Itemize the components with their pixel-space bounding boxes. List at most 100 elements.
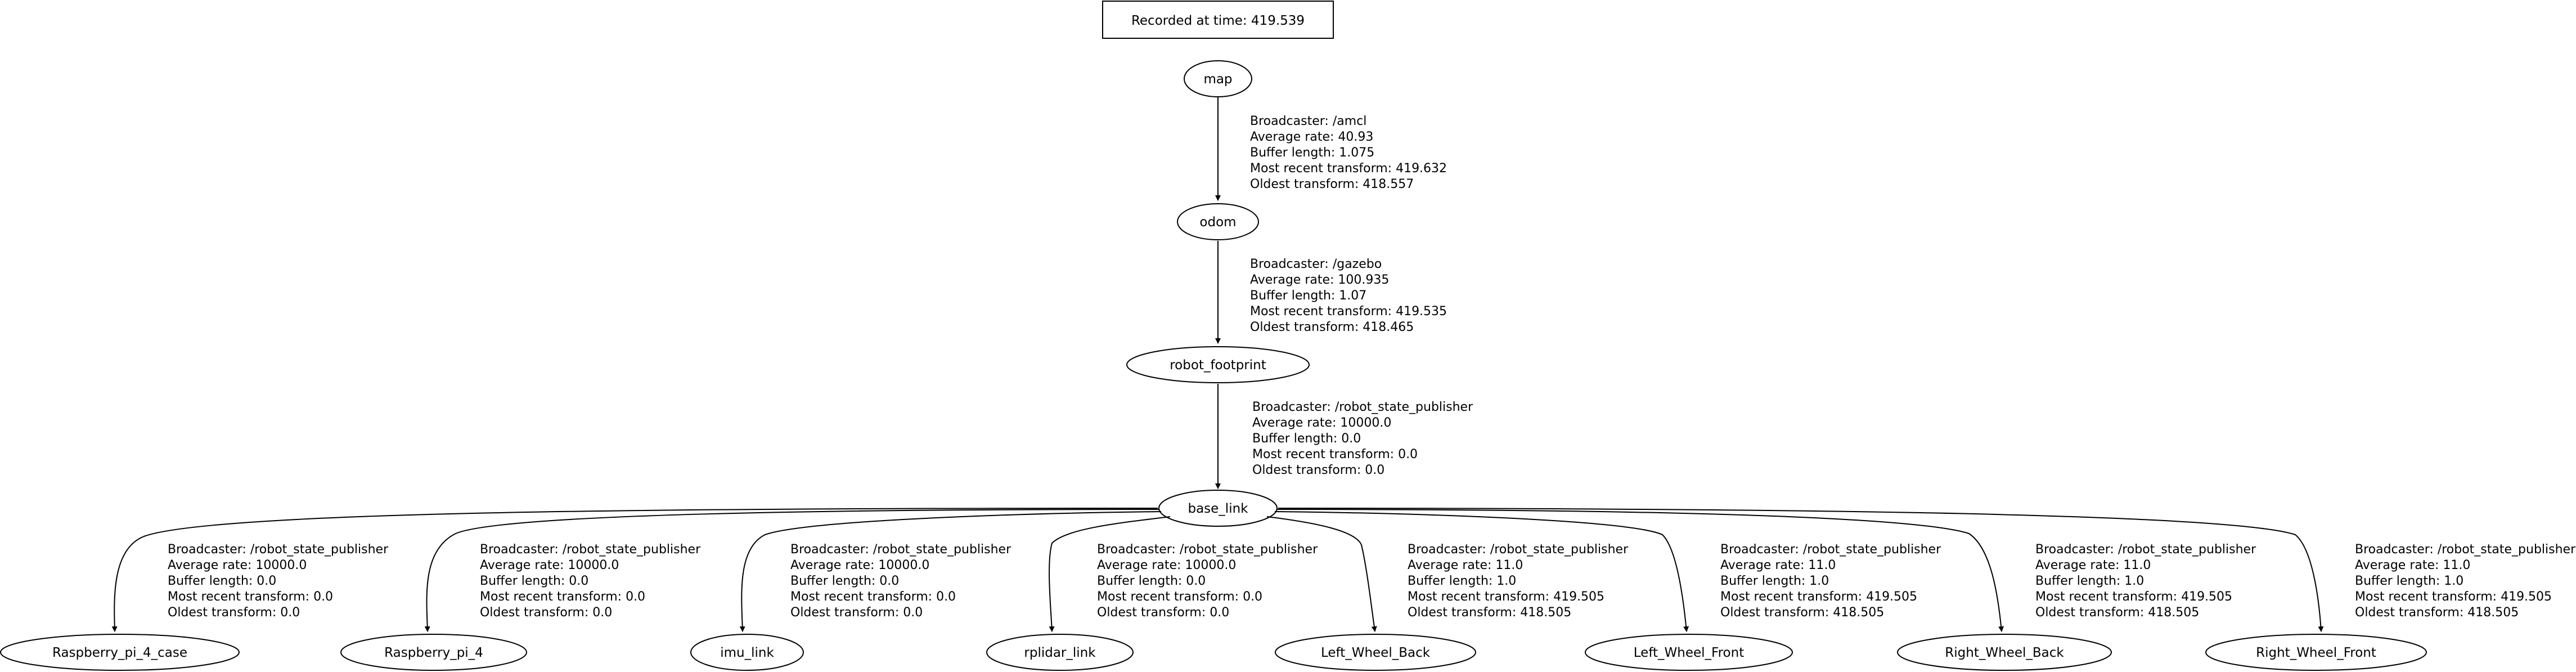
edge-base-link-raspberry-pi-4 bbox=[424, 509, 1159, 632]
node-right-wheel-front-label: Right_Wheel_Front bbox=[2256, 646, 2376, 660]
node-left-wheel-front[interactable]: Left_Wheel_Front bbox=[1585, 634, 1793, 671]
edge-label-line: Most recent transform: 0.0 bbox=[790, 590, 956, 604]
edge-label-line: Most recent transform: 0.0 bbox=[168, 590, 333, 604]
recorded-time-box: Recorded at time: 419.539 bbox=[1102, 1, 1334, 39]
node-imu-link[interactable]: imu_link bbox=[690, 634, 804, 671]
edge-label-line: Buffer length: 0.0 bbox=[480, 574, 588, 588]
node-robot-footprint-label: robot_footprint bbox=[1170, 358, 1266, 373]
edge-label-line: Buffer length: 0.0 bbox=[790, 574, 899, 588]
edge-label-line: Oldest transform: 0.0 bbox=[168, 606, 300, 620]
edge-label-base-link-raspberry-pi-4: Broadcaster: /robot_state_publisher Aver… bbox=[480, 543, 704, 620]
edge-base-link-imu-link bbox=[739, 511, 1162, 632]
edge-label-line: Average rate: 10000.0 bbox=[168, 558, 307, 572]
edge-label-odom-robot-footprint: Broadcaster: /gazebo Average rate: 100.9… bbox=[1250, 257, 1451, 334]
node-rplidar-link-label: rplidar_link bbox=[1024, 646, 1096, 660]
node-left-wheel-back-label: Left_Wheel_Back bbox=[1321, 646, 1431, 660]
edge-base-link-right-wheel-front bbox=[1278, 508, 2324, 632]
node-raspberry-pi-4-case-shape bbox=[0, 634, 240, 671]
edge-label-base-link-right-wheel-back: Broadcaster: /robot_state_publisher Aver… bbox=[2035, 543, 2260, 620]
edge-label-line: Average rate: 10000.0 bbox=[1252, 416, 1391, 430]
edge-label-line: Oldest transform: 0.0 bbox=[1097, 606, 1229, 620]
edge-label-line: Average rate: 11.0 bbox=[1720, 558, 1836, 572]
node-raspberry-pi-4-shape bbox=[340, 634, 527, 671]
edge-label-line: Buffer length: 1.07 bbox=[1250, 289, 1366, 303]
node-odom-shape bbox=[1177, 203, 1259, 240]
edge-label-line: Most recent transform: 419.632 bbox=[1250, 162, 1447, 176]
node-left-wheel-front-label: Left_Wheel_Front bbox=[1634, 646, 1744, 660]
node-rplidar-link[interactable]: rplidar_link bbox=[986, 634, 1134, 671]
edge-label-line: Broadcaster: /robot_state_publisher bbox=[1097, 543, 1318, 557]
node-base-link-label: base_link bbox=[1188, 501, 1248, 516]
edge-label-base-link-left-wheel-front: Broadcaster: /robot_state_publisher Aver… bbox=[1720, 543, 1945, 620]
node-right-wheel-back-label: Right_Wheel_Back bbox=[1945, 646, 2064, 660]
edge-label-line: Average rate: 10000.0 bbox=[480, 558, 619, 572]
node-map[interactable]: map bbox=[1184, 60, 1252, 97]
node-right-wheel-back[interactable]: Right_Wheel_Back bbox=[1897, 634, 2112, 671]
edge-label-line: Average rate: 11.0 bbox=[1408, 558, 1523, 572]
edge-label-line: Broadcaster: /robot_state_publisher bbox=[168, 543, 389, 557]
edge-label-line: Oldest transform: 0.0 bbox=[790, 606, 923, 620]
edge-label-line: Oldest transform: 418.505 bbox=[1720, 606, 1884, 620]
edge-label-line: Buffer length: 1.0 bbox=[2355, 574, 2463, 588]
edge-label-line: Average rate: 10000.0 bbox=[790, 558, 929, 572]
edges bbox=[111, 97, 2324, 632]
node-raspberry-pi-4-case-label: Raspberry_pi_4_case bbox=[52, 646, 187, 660]
edge-label-robot-footprint-base-link: Broadcaster: /robot_state_publisher Aver… bbox=[1252, 400, 1477, 477]
edge-label-base-link-rplidar-link: Broadcaster: /robot_state_publisher Aver… bbox=[1097, 543, 1321, 620]
edge-label-base-link-raspberry-pi-4-case: Broadcaster: /robot_state_publisher Aver… bbox=[168, 543, 392, 620]
node-map-shape bbox=[1184, 60, 1252, 97]
edge-label-line: Broadcaster: /gazebo bbox=[1250, 257, 1382, 271]
node-right-wheel-back-shape bbox=[1897, 634, 2112, 671]
edge-label-line: Buffer length: 0.0 bbox=[1252, 432, 1361, 446]
edge-label-line: Buffer length: 1.0 bbox=[2035, 574, 2144, 588]
node-rplidar-link-shape bbox=[986, 634, 1134, 671]
edge-label-line: Oldest transform: 0.0 bbox=[480, 606, 612, 620]
edge-label-line: Buffer length: 1.0 bbox=[1720, 574, 1829, 588]
edge-label-line: Broadcaster: /robot_state_publisher bbox=[2035, 543, 2256, 557]
edge-label-line: Average rate: 40.93 bbox=[1250, 130, 1373, 144]
edge-label-line: Oldest transform: 418.505 bbox=[2355, 606, 2519, 620]
edge-label-line: Buffer length: 1.0 bbox=[1408, 574, 1516, 588]
node-raspberry-pi-4-case[interactable]: Raspberry_pi_4_case bbox=[0, 634, 240, 671]
edge-label-line: Most recent transform: 0.0 bbox=[480, 590, 645, 604]
edge-label-line: Most recent transform: 419.505 bbox=[1408, 590, 1604, 604]
node-left-wheel-back[interactable]: Left_Wheel_Back bbox=[1275, 634, 1476, 671]
edge-label-line: Oldest transform: 418.505 bbox=[1408, 606, 1571, 620]
edge-label-line: Buffer length: 1.075 bbox=[1250, 146, 1374, 160]
node-odom-label: odom bbox=[1199, 215, 1236, 230]
edge-base-link-left-wheel-back bbox=[1266, 516, 1377, 632]
node-right-wheel-front[interactable]: Right_Wheel_Front bbox=[2205, 634, 2427, 671]
edge-label-line: Broadcaster: /robot_state_publisher bbox=[1720, 543, 1941, 557]
edge-base-link-rplidar-link bbox=[1049, 516, 1171, 632]
edge-label-line: Most recent transform: 419.505 bbox=[2035, 590, 2232, 604]
edge-label-line: Broadcaster: /robot_state_publisher bbox=[1408, 543, 1629, 557]
node-left-wheel-front-shape bbox=[1585, 634, 1793, 671]
node-odom[interactable]: odom bbox=[1177, 203, 1259, 240]
edge-label-line: Most recent transform: 419.535 bbox=[1250, 304, 1447, 319]
node-raspberry-pi-4[interactable]: Raspberry_pi_4 bbox=[340, 634, 527, 671]
edge-label-line: Oldest transform: 418.557 bbox=[1250, 177, 1414, 191]
edge-label-line: Most recent transform: 0.0 bbox=[1097, 590, 1262, 604]
recorded-time-frame bbox=[1102, 1, 1334, 39]
edge-labels: Broadcaster: /amcl Average rate: 40.93 B… bbox=[168, 114, 2576, 620]
node-base-link-shape bbox=[1158, 490, 1278, 527]
edge-base-link-raspberry-pi-4-case bbox=[111, 508, 1158, 632]
edge-label-line: Average rate: 11.0 bbox=[2355, 558, 2470, 572]
edge-label-line: Buffer length: 0.0 bbox=[168, 574, 276, 588]
node-right-wheel-front-shape bbox=[2205, 634, 2427, 671]
node-imu-link-label: imu_link bbox=[720, 646, 774, 660]
edge-label-line: Oldest transform: 418.505 bbox=[2035, 606, 2199, 620]
node-robot-footprint[interactable]: robot_footprint bbox=[1126, 346, 1310, 383]
nodes: map odom robot_footprint base_link Raspb… bbox=[0, 60, 2427, 671]
edge-label-line: Average rate: 100.935 bbox=[1250, 273, 1389, 287]
edge-label-line: Average rate: 10000.0 bbox=[1097, 558, 1236, 572]
edge-label-line: Oldest transform: 418.465 bbox=[1250, 320, 1414, 334]
edge-base-link-right-wheel-back bbox=[1276, 509, 2004, 632]
edge-label-line: Most recent transform: 0.0 bbox=[1252, 447, 1418, 462]
edge-label-line: Broadcaster: /robot_state_publisher bbox=[790, 543, 1011, 557]
edge-label-line: Most recent transform: 419.505 bbox=[1720, 590, 1917, 604]
edge-label-line: Broadcaster: /robot_state_publisher bbox=[2355, 543, 2576, 557]
edge-label-line: Oldest transform: 0.0 bbox=[1252, 463, 1384, 477]
node-base-link[interactable]: base_link bbox=[1158, 490, 1278, 527]
